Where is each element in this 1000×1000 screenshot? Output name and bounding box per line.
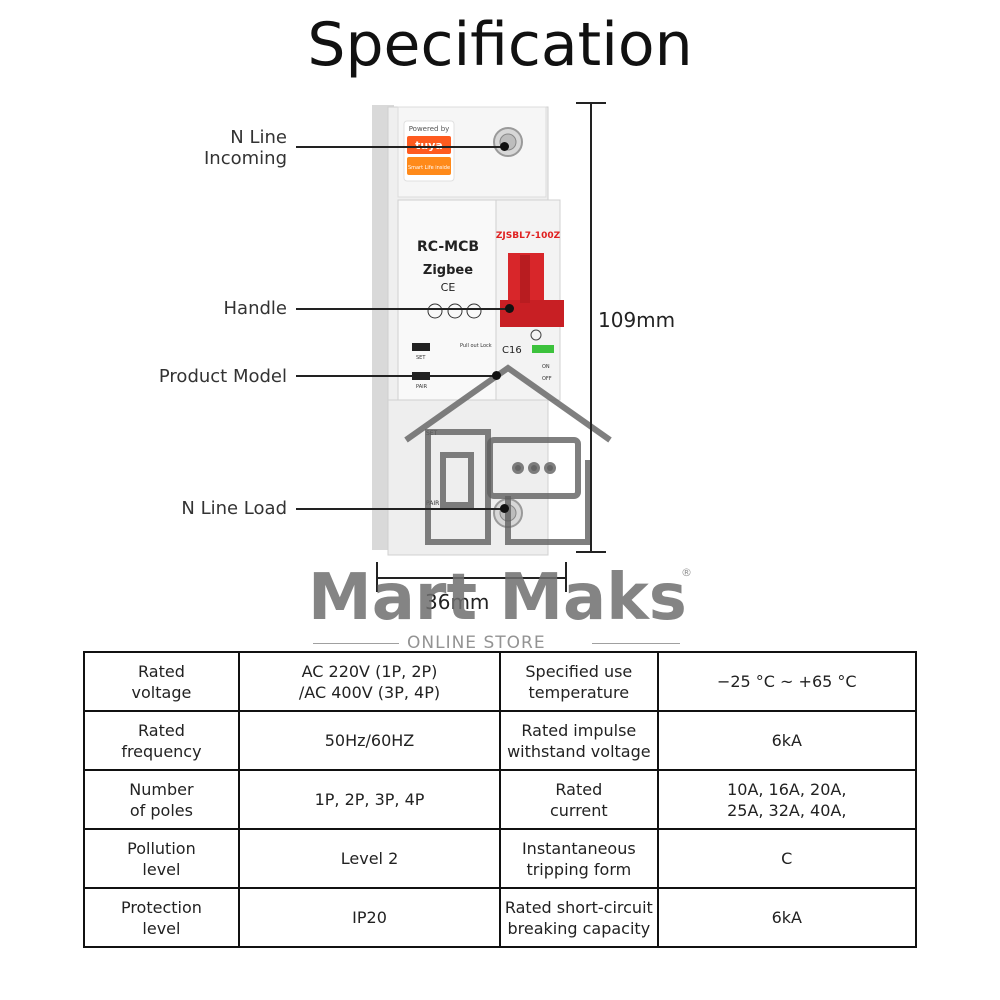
spec-value: Level 2: [237, 828, 502, 889]
watermark-rule-right: [592, 643, 680, 644]
leader-line-model: [296, 375, 496, 377]
ce-mark: CE: [441, 281, 456, 294]
leader-dot-model: [492, 371, 501, 380]
spec-value: 10A, 16A, 20A, 25A, 32A, 40A,: [656, 769, 918, 830]
spec-table: Rated voltage AC 220V (1P, 2P) /AC 400V …: [83, 651, 918, 948]
leader-dot-load: [500, 504, 509, 513]
callout-n-line-load: N Line Load: [181, 498, 287, 519]
height-dim-label: 109mm: [598, 308, 676, 332]
spec-value: 6kA: [656, 710, 918, 771]
set-label-top: SET: [416, 355, 426, 361]
off-label: OFF: [542, 376, 552, 382]
callout-n-line-incoming: N Line Incoming: [204, 127, 287, 169]
callout-product-model: Product Model: [158, 366, 287, 387]
rating-text: C16: [502, 345, 522, 356]
leader-dot-incoming: [500, 142, 509, 151]
watermark-house-icon: [404, 364, 612, 545]
height-dim-bottom-tick: [576, 551, 606, 553]
spec-label: Rated current: [499, 769, 659, 830]
watermark-tagline: ONLINE STORE: [407, 633, 546, 650]
spec-value: 6kA: [656, 887, 918, 948]
spec-value: IP20: [237, 887, 502, 948]
table-row: Rated frequency 50Hz/60HZ Rated impulse …: [83, 710, 918, 771]
leader-line-load: [296, 508, 506, 510]
width-dim-right-tick: [565, 562, 567, 592]
table-row: Pollution level Level 2 Instantaneous tr…: [83, 828, 918, 889]
spec-label: Number of poles: [83, 769, 240, 830]
watermark-registered-mark: ®: [681, 566, 693, 579]
protocol-text: Zigbee: [423, 263, 473, 278]
powered-by-text: Powered by: [409, 125, 450, 133]
leader-dot-handle: [505, 304, 514, 313]
height-dim-line: [590, 102, 592, 552]
table-row: Rated voltage AC 220V (1P, 2P) /AC 400V …: [83, 651, 918, 712]
spec-label: Rated frequency: [83, 710, 240, 771]
spec-value: 1P, 2P, 3P, 4P: [237, 769, 502, 830]
device-type-text: RC-MCB: [417, 239, 479, 255]
watermark-rule-left: [313, 643, 399, 644]
leader-line-handle: [296, 308, 510, 310]
callout-handle: Handle: [223, 298, 287, 319]
spec-label: Pollution level: [83, 828, 240, 889]
spec-label: Rated voltage: [83, 651, 240, 712]
width-dim-label: 36mm: [425, 590, 490, 614]
table-row: Number of poles 1P, 2P, 3P, 4P Rated cur…: [83, 769, 918, 830]
brand-sub-text: Smart Life inside: [408, 165, 450, 171]
spec-label: Protection level: [83, 887, 240, 948]
pair-label-top: PAIR: [416, 384, 428, 390]
spec-label: Rated short-circuit breaking capacity: [499, 887, 659, 948]
pull-lock-label: Pull out Lock: [460, 343, 492, 349]
model-number-text: ZJSBL7-100Z: [496, 231, 561, 241]
leader-line-incoming: [296, 146, 506, 148]
pair-label-bottom: PAIR: [426, 500, 439, 507]
page-title: Specification: [307, 10, 693, 80]
spec-value: AC 220V (1P, 2P) /AC 400V (3P, 4P): [237, 651, 502, 712]
spec-label: Specified use temperature: [499, 651, 659, 712]
spec-label: Instantaneous tripping form: [499, 828, 659, 889]
spec-label: Rated impulse withstand voltage: [499, 710, 659, 771]
watermark-brand: Mart Maks: [308, 561, 687, 635]
on-label: ON: [542, 364, 550, 370]
width-dim-line: [376, 577, 566, 579]
spec-value: C: [656, 828, 918, 889]
table-row: Protection level IP20 Rated short-circui…: [83, 887, 918, 948]
spec-value: −25 °C ~ +65 °C: [656, 651, 918, 712]
spec-value: 50Hz/60HZ: [237, 710, 502, 771]
brand-logo-text: tuya: [415, 139, 443, 152]
